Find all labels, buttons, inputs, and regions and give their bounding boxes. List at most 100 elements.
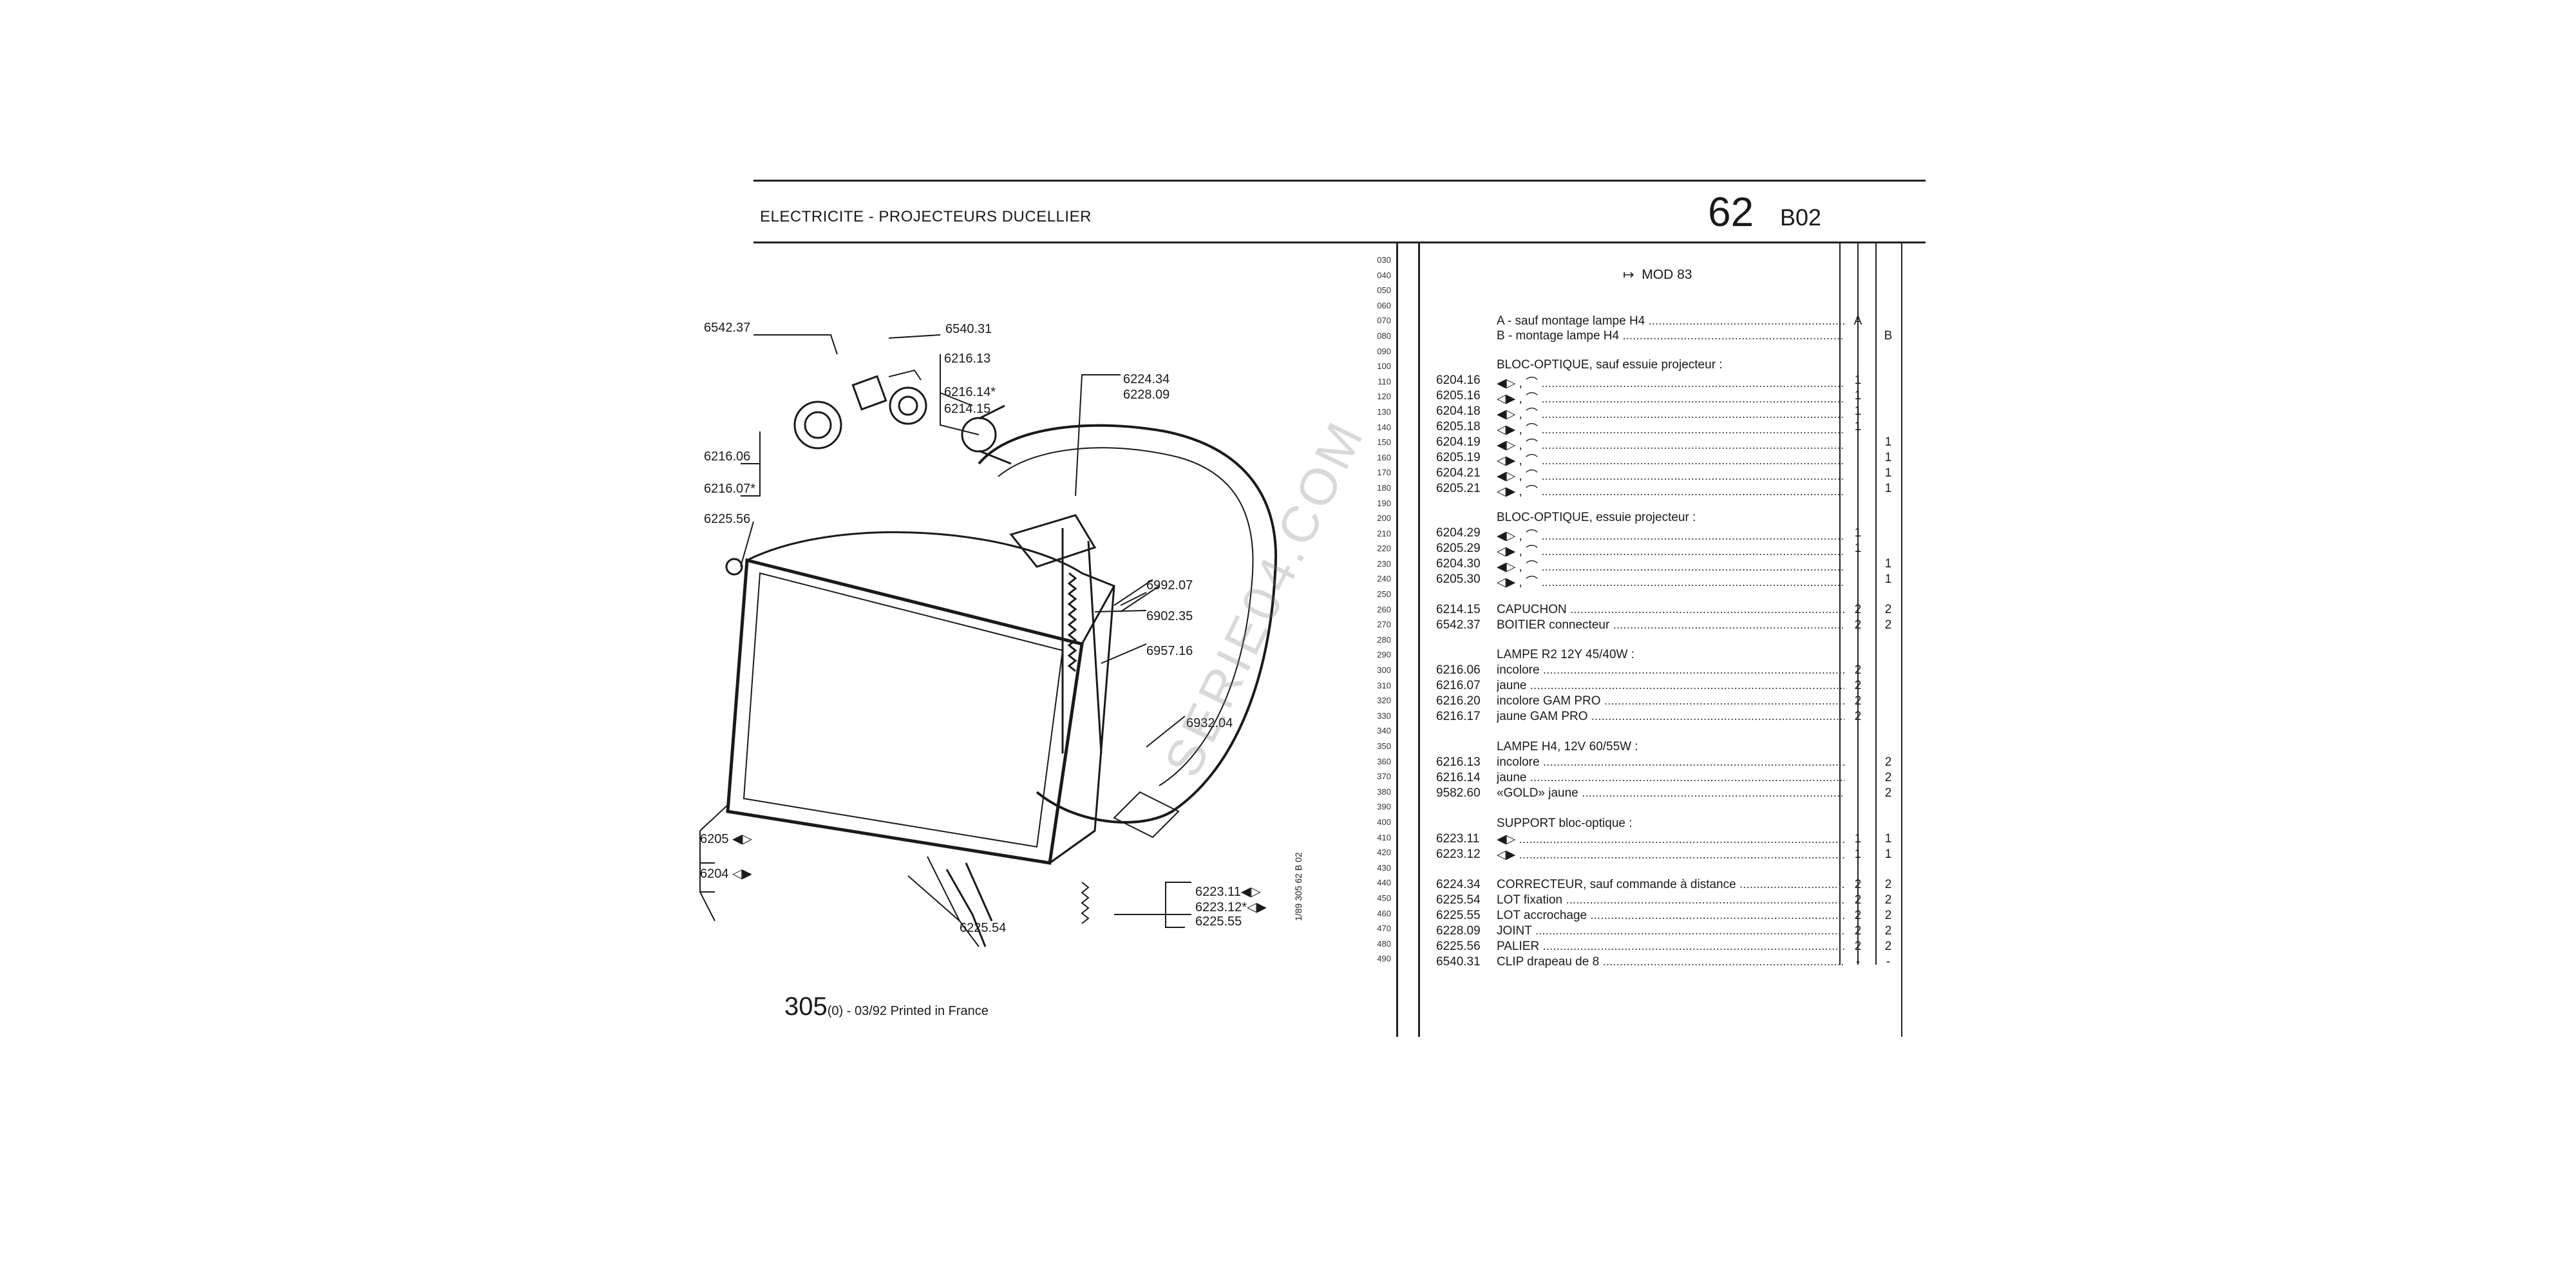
part-ref: 6224.34 [1436, 878, 1481, 891]
qty-col-b: 1 [1884, 848, 1892, 861]
table-row: 6205.30◁▶ , ⌒1 [1436, 573, 1926, 590]
part-label: 6216.07* [704, 482, 756, 496]
line-number: 360 [1377, 756, 1391, 766]
qty-col-b: 1 [1884, 435, 1892, 449]
reflector-frame [978, 424, 1277, 824]
part-description: LAMPE H4, 12V 60/55W : [1497, 740, 1638, 753]
table-row: 6204.29◀▷ , ⌒1 [1436, 526, 1926, 544]
bearing [725, 558, 743, 576]
part-description: ◀▷ , ⌒ [1497, 526, 1844, 544]
line-number: 240 [1377, 574, 1391, 584]
line-number: 430 [1377, 862, 1391, 873]
part-ref: 6542.37 [1436, 618, 1481, 632]
part-ref: 6205.18 [1436, 420, 1481, 433]
table-row: LAMPE R2 12Y 45/40W : [1436, 648, 1926, 663]
table-row: SUPPORT bloc-optique : [1436, 817, 1926, 831]
qty-col-b: 2 [1884, 603, 1892, 616]
table-row: A - sauf montage lampe H4A [1436, 314, 1926, 329]
col-b-rule [1857, 243, 1859, 965]
part-description: ◁▶ , ⌒ [1497, 451, 1844, 468]
table-row: 6223.11◀▷11 [1436, 832, 1926, 847]
part-ref: 6216.13 [1436, 755, 1481, 769]
headlamp-diagram [699, 334, 1277, 947]
table-row: 6204.16◀▷ , ⌒1 [1436, 374, 1926, 390]
line-number: 060 [1377, 300, 1391, 310]
support-arm [945, 862, 993, 947]
vertical-reference: 1/89 305 62 B 02 [1293, 852, 1303, 921]
table-row: 6225.56PALIER22 [1436, 940, 1926, 954]
footer-model: 305 [784, 992, 828, 1021]
part-label: 6957.16 [1146, 644, 1193, 658]
line-number: 170 [1377, 468, 1391, 478]
qty-col-a: - [1855, 955, 1861, 969]
line-number: 480 [1377, 938, 1391, 949]
qty-col-b: 2 [1884, 924, 1892, 938]
part-description: ◁▶ , ⌒ [1497, 482, 1844, 499]
part-description: incolore GAM PRO [1497, 694, 1844, 708]
table-row: 6204.30◀▷ , ⌒1 [1436, 557, 1926, 574]
leader-lines [699, 334, 1191, 947]
parts-table: A - sauf montage lampe H4AB - montage la… [1436, 0, 1926, 1030]
part-description: ◀▷ , ⌒ [1497, 404, 1844, 422]
part-description: CAPUCHON [1497, 603, 1844, 617]
line-number: 050 [1377, 285, 1391, 296]
table-row: BLOC-OPTIQUE, essuie projecteur : [1436, 511, 1926, 526]
headlamp-inner-lens [743, 572, 1064, 848]
part-label: 6216.06 [704, 450, 751, 464]
qty-col-a: 2 [1854, 924, 1862, 938]
part-description: ◀▷ , ⌒ [1497, 466, 1844, 484]
qty-col-a: 1 [1854, 420, 1862, 433]
line-number: 140 [1377, 422, 1391, 432]
line-number: 320 [1377, 696, 1391, 706]
table-row: 6214.15CAPUCHON22 [1436, 603, 1926, 618]
part-label: 6932.04 [1186, 716, 1233, 730]
table-row: 6216.13incolore2 [1436, 755, 1926, 770]
line-number: 400 [1377, 817, 1391, 827]
part-label: 6216.13 [944, 352, 991, 366]
part-description: jaune GAM PRO [1497, 710, 1844, 724]
part-ref: 6205.16 [1436, 389, 1481, 402]
connector-box [851, 375, 887, 411]
line-number: 250 [1377, 589, 1391, 600]
qty-col-b: 2 [1884, 755, 1892, 769]
part-ref: 6225.54 [1436, 893, 1481, 907]
qty-col-b: 1 [1884, 573, 1892, 586]
part-ref: 6216.17 [1436, 710, 1481, 723]
qty-col-b: 2 [1884, 893, 1892, 907]
part-ref: 6216.06 [1436, 663, 1481, 677]
support-spring [1081, 882, 1090, 924]
qty-col-b: 1 [1884, 466, 1892, 480]
part-description: ◀▷ , ⌒ [1497, 557, 1844, 574]
table-row: 6223.12◁▶11 [1436, 848, 1926, 862]
part-description: ◁▶ , ⌒ [1497, 573, 1844, 590]
line-number: 370 [1377, 772, 1391, 782]
qty-col-a: 2 [1854, 909, 1862, 922]
part-description: ◁▶ , ⌒ [1497, 542, 1844, 559]
line-number: 290 [1377, 650, 1391, 660]
part-label: 6992.07 [1146, 578, 1193, 592]
part-ref: 6205.21 [1436, 482, 1481, 495]
part-label: 6228.09 [1123, 388, 1170, 402]
part-description: ◁▶ , ⌒ [1497, 420, 1844, 437]
line-number: 260 [1377, 604, 1391, 614]
line-number: 150 [1377, 437, 1391, 448]
qty-col-a: 1 [1854, 526, 1862, 540]
table-row: 6205.18 ◁▶ , ⌒ 1 [1436, 420, 1926, 437]
qty-col-b: 2 [1884, 618, 1892, 632]
part-label: 6223.11◀▷ [1195, 885, 1261, 899]
table-row: 6204.19◀▷ , ⌒1 [1436, 435, 1926, 452]
line-number: 340 [1377, 726, 1391, 736]
line-number: 070 [1377, 316, 1391, 326]
part-description: BLOC-OPTIQUE, sauf essuie projecteur : [1497, 358, 1723, 372]
table-row: 6205.19◁▶ , ⌒1 [1436, 451, 1926, 468]
line-number: 110 [1378, 376, 1391, 386]
line-number: 030 [1377, 255, 1391, 265]
part-ref: 6540.31 [1436, 955, 1481, 969]
line-number: 440 [1377, 878, 1391, 888]
qty-col-a: 1 [1854, 542, 1862, 555]
part-ref: 6225.56 [1436, 940, 1481, 953]
headlamp-body [746, 531, 1115, 864]
qty-col-a: 1 [1854, 404, 1862, 418]
